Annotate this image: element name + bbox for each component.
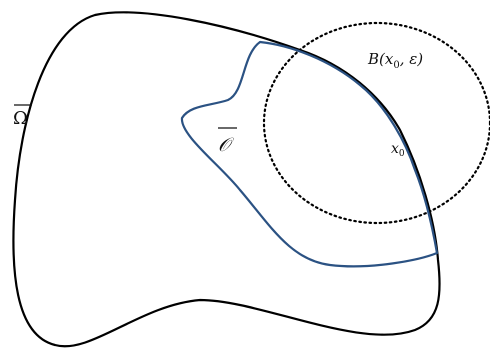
point-x0-label: x0 — [391, 141, 405, 159]
o-boundary — [180, 40, 439, 268]
omega-symbol: Ω — [13, 108, 28, 129]
omega-bar-label: Ω — [13, 104, 32, 129]
omega-boundary — [12, 11, 441, 348]
o-bar-label: 𝒪 — [218, 127, 237, 156]
ball-label: B(x0, ε) — [367, 50, 423, 71]
ball-boundary — [262, 21, 490, 225]
o-symbol: 𝒪 — [218, 134, 235, 156]
